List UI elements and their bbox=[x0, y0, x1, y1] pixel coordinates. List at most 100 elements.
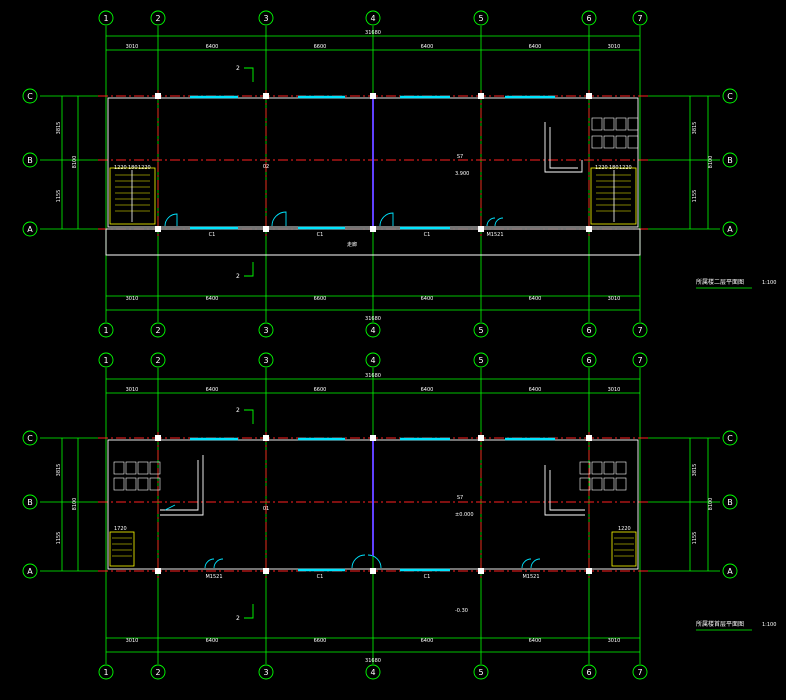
grid-bubble-col-4-2-label: 4 bbox=[370, 356, 375, 365]
grid-bubble-col-4-0-label: 4 bbox=[370, 14, 375, 23]
grid-bubble-row-B-left-1: B bbox=[22, 494, 38, 510]
grid-bubble-col-6-1: 6 bbox=[581, 322, 597, 338]
lower-bottom-span-4: 6400 bbox=[421, 638, 434, 644]
grid-bubble-row-B-right-0: B bbox=[722, 152, 738, 168]
grid-bubble-col-4-2: 4 bbox=[365, 352, 381, 368]
lower-bottom-total: 31680 bbox=[365, 658, 381, 664]
grid-bubble-col-6-2: 6 bbox=[581, 352, 597, 368]
lower-drawing-title: 所属楼首层平面图 bbox=[696, 620, 744, 628]
grid-bubble-col-5-0-circle bbox=[473, 10, 489, 26]
upper-top-span-4: 6400 bbox=[421, 44, 434, 50]
grid-bubble-col-7-3: 7 bbox=[632, 664, 648, 680]
grid-bubble-col-4-1: 4 bbox=[365, 322, 381, 338]
upper-bottom-span-1: 3010 bbox=[126, 296, 139, 302]
grid-bubble-col-3-1-circle bbox=[258, 322, 274, 338]
upper-plan bbox=[40, 26, 720, 322]
grid-bubble-row-C-left-0-label: C bbox=[27, 92, 33, 101]
lower-bottom-span-5: 6400 bbox=[529, 638, 542, 644]
grid-bubble-col-6-0-circle bbox=[581, 10, 597, 26]
grid-bubble-col-5-2: 5 bbox=[473, 352, 489, 368]
grid-bubble-col-4-1-label: 4 bbox=[370, 326, 375, 335]
grid-bubble-col-1-0-label: 1 bbox=[103, 14, 108, 23]
grid-bubble-col-7-1-circle bbox=[632, 322, 648, 338]
lower-grid-lines bbox=[40, 368, 720, 664]
grid-bubble-col-4-1-circle bbox=[365, 322, 381, 338]
lower-outdoor-level: -0.30 bbox=[455, 608, 468, 614]
grid-bubble-col-5-3-label: 5 bbox=[478, 668, 483, 677]
upper-left-dim-1: 3815 bbox=[56, 122, 62, 135]
lower-doors bbox=[164, 504, 541, 569]
grid-bubble-col-3-3-label: 3 bbox=[263, 668, 268, 677]
lower-right-total: 8100 bbox=[708, 498, 714, 511]
lower-stair-left: 1720 bbox=[114, 526, 127, 532]
grid-bubble-col-1-3: 1 bbox=[98, 664, 114, 680]
upper-drawing-scale: 1:100 bbox=[762, 280, 776, 286]
grid-bubble-row-B-right-0-circle bbox=[722, 152, 738, 168]
lower-door-tag-4: M1521 bbox=[522, 574, 539, 580]
upper-room-label-2: S7 bbox=[457, 154, 463, 160]
grid-bubble-col-7-3-circle bbox=[632, 664, 648, 680]
grid-bubble-row-C-left-1-label: C bbox=[27, 434, 33, 443]
grid-bubble-col-1-2: 1 bbox=[98, 352, 114, 368]
upper-section-marks bbox=[244, 67, 254, 277]
upper-section-bottom: 2 bbox=[236, 273, 240, 280]
grid-bubble-col-4-0-circle bbox=[365, 10, 381, 26]
grid-bubble-col-6-3-circle bbox=[581, 664, 597, 680]
grid-bubble-row-A-right-1-circle bbox=[722, 563, 738, 579]
grid-bubble-col-2-0-circle bbox=[150, 10, 166, 26]
grid-bubble-row-A-right-0-label: A bbox=[727, 225, 733, 234]
lower-drawing-scale: 1:100 bbox=[762, 622, 776, 628]
upper-top-span-2: 6400 bbox=[206, 44, 219, 50]
grid-bubble-col-7-0-circle bbox=[632, 10, 648, 26]
upper-top-span-6: 3010 bbox=[608, 44, 621, 50]
grid-bubble-col-3-2-circle bbox=[258, 352, 274, 368]
upper-stairs bbox=[109, 167, 637, 225]
upper-grid-lines bbox=[40, 26, 720, 322]
lower-door-tag-2: C1 bbox=[317, 574, 324, 580]
grid-bubble-col-4-3-label: 4 bbox=[370, 668, 375, 677]
upper-stair-w1-right: 1220 bbox=[595, 165, 608, 171]
grid-bubble-col-1-1: 1 bbox=[98, 322, 114, 338]
grid-bubble-row-A-right-1-label: A bbox=[727, 567, 733, 576]
lower-top-span-5: 6400 bbox=[529, 387, 542, 393]
upper-bottom-span-3: 6600 bbox=[314, 296, 327, 302]
upper-bottom-span-5: 6400 bbox=[529, 296, 542, 302]
grid-bubble-col-5-2-circle bbox=[473, 352, 489, 368]
grid-bubble-col-5-1-circle bbox=[473, 322, 489, 338]
grid-bubble-col-6-0: 6 bbox=[581, 10, 597, 26]
lower-bottom-span-1: 3010 bbox=[126, 638, 139, 644]
lower-room-label-1: 01 bbox=[263, 506, 269, 512]
upper-door-tag-3: C1 bbox=[424, 232, 431, 238]
lower-left-total: 8100 bbox=[72, 498, 78, 511]
upper-text: 3010 6400 6600 6400 6400 3010 31680 3010… bbox=[56, 30, 776, 322]
upper-stair-w3-right: 1220 bbox=[619, 165, 632, 171]
grid-bubble-row-C-right-1-label: C bbox=[727, 434, 733, 443]
grid-bubble-col-5-1-label: 5 bbox=[478, 326, 483, 335]
grid-bubble-row-A-right-0-circle bbox=[722, 221, 738, 237]
grid-bubble-row-B-left-0-circle bbox=[22, 152, 38, 168]
upper-door-tag-1: C1 bbox=[209, 232, 216, 238]
grid-bubble-col-2-0-label: 2 bbox=[155, 14, 160, 23]
grid-bubble-row-B-left-0: B bbox=[22, 152, 38, 168]
lower-top-span-6: 3010 bbox=[608, 387, 621, 393]
grid-bubble-col-1-3-circle bbox=[98, 664, 114, 680]
grid-bubble-col-1-3-label: 1 bbox=[103, 668, 108, 677]
upper-left-total: 8100 bbox=[72, 156, 78, 169]
upper-stair-w3-left: 1220 bbox=[138, 165, 151, 171]
grid-bubble-col-5-0-label: 5 bbox=[478, 14, 483, 23]
grid-bubble-col-6-1-circle bbox=[581, 322, 597, 338]
grid-bubble-col-2-1: 2 bbox=[150, 322, 166, 338]
lower-left-dim-2: 1155 bbox=[56, 532, 62, 545]
lower-left-dim-1: 3815 bbox=[56, 464, 62, 477]
grid-bubble-row-C-left-1-circle bbox=[22, 430, 38, 446]
lower-section-marks bbox=[244, 409, 254, 619]
grid-bubble-row-B-right-1-circle bbox=[722, 494, 738, 510]
grid-bubble-col-2-3-circle bbox=[150, 664, 166, 680]
lower-plan bbox=[40, 368, 720, 664]
grid-bubble-col-3-2: 3 bbox=[258, 352, 274, 368]
grid-bubble-col-6-2-circle bbox=[581, 352, 597, 368]
grid-bubble-col-3-0-label: 3 bbox=[263, 14, 268, 23]
grid-bubble-col-2-2-label: 2 bbox=[155, 356, 160, 365]
lower-room-label-2: S7 bbox=[457, 495, 463, 501]
grid-bubble-col-3-3-circle bbox=[258, 664, 274, 680]
